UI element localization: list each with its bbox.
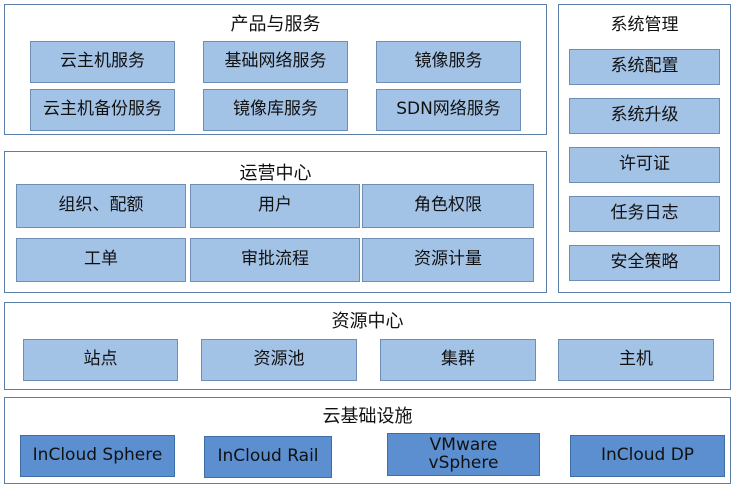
res-cluster: 集群	[380, 339, 536, 381]
product-sdn-network: SDN网络服务	[376, 89, 521, 131]
products-title: 产品与服务	[230, 14, 321, 35]
operations-panel: 运营中心 组织、配额 用户 角色权限 工单 审批流程 资源计量	[4, 151, 547, 293]
system-panel: 系统管理 系统配置 系统升级 许可证 任务日志 安全策略	[558, 4, 731, 293]
infra-incloud-dp: InCloud DP	[570, 435, 725, 477]
product-basic-network: 基础网络服务	[203, 41, 348, 83]
sys-task-log: 任务日志	[569, 196, 720, 232]
sys-license: 许可证	[569, 147, 720, 183]
operations-title: 运营中心	[239, 163, 312, 184]
ops-role-permissions: 角色权限	[362, 184, 534, 228]
infra-incloud-sphere: InCloud Sphere	[20, 435, 175, 477]
product-cloud-host: 云主机服务	[30, 41, 175, 83]
ops-work-orders: 工单	[16, 238, 186, 282]
sys-upgrade: 系统升级	[569, 98, 720, 134]
res-host: 主机	[558, 339, 714, 381]
infra-incloud-rail: InCloud Rail	[204, 436, 332, 478]
ops-users: 用户	[190, 184, 360, 228]
res-resource-pool: 资源池	[201, 339, 357, 381]
sys-config: 系统配置	[569, 49, 720, 85]
system-title: 系统管理	[610, 15, 679, 35]
infrastructure-title: 云基础设施	[322, 406, 413, 427]
product-image-library: 镜像库服务	[203, 89, 348, 131]
res-site: 站点	[23, 339, 178, 381]
products-panel: 产品与服务 云主机服务 基础网络服务 镜像服务 云主机备份服务 镜像库服务 SD…	[4, 4, 547, 135]
sys-security-policy: 安全策略	[569, 245, 720, 281]
ops-approval-flow: 审批流程	[190, 238, 360, 282]
product-image: 镜像服务	[376, 41, 521, 83]
infra-vmware-vsphere: VMware vSphere	[387, 433, 540, 476]
ops-org-quota: 组织、配额	[16, 184, 186, 228]
product-cloud-host-backup: 云主机备份服务	[30, 89, 175, 131]
infrastructure-panel: 云基础设施 InCloud Sphere InCloud Rail VMware…	[4, 397, 731, 484]
resources-title: 资源中心	[331, 311, 404, 332]
ops-resource-metering: 资源计量	[362, 238, 534, 282]
resources-panel: 资源中心 站点 资源池 集群 主机	[4, 302, 731, 390]
